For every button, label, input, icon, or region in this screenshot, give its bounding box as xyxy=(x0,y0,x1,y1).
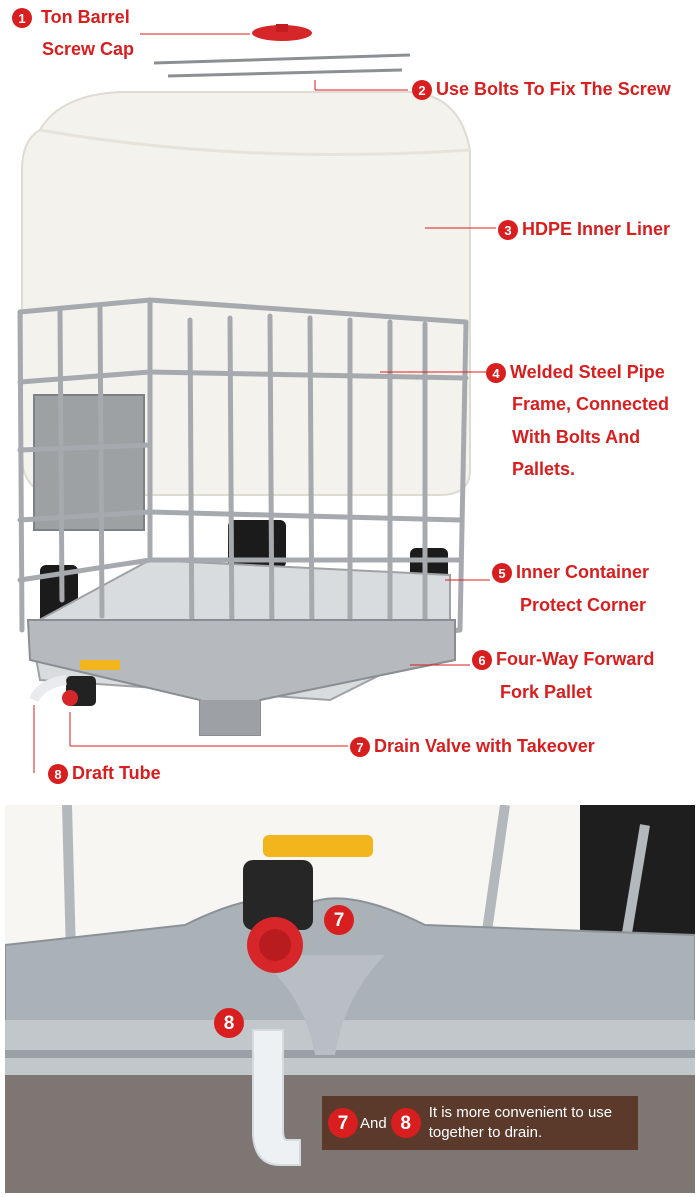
callout-4-number: 4 xyxy=(486,363,506,384)
note-and: And xyxy=(360,1114,387,1132)
callout-8-number: 8 xyxy=(48,764,68,785)
callout-6-number: 6 xyxy=(472,650,492,671)
callout-8-text: Draft Tube xyxy=(72,763,161,783)
label-plate xyxy=(33,394,145,531)
note-number-7: 7 xyxy=(328,1108,358,1138)
note-number-8: 8 xyxy=(390,1108,421,1138)
ibc-tank-illustration xyxy=(17,24,496,773)
callout-5-line-2: Protect Corner xyxy=(520,595,647,616)
callout-6-line-2: Fork Pallet xyxy=(500,682,593,703)
callout-4-line-3: With Bolts And xyxy=(512,426,641,447)
callout-1-line-1: Ton Barrel xyxy=(41,7,130,27)
callout-4-line-4: Pallets. xyxy=(512,459,576,480)
note-box: 7 And 8 It is more convenient to use tog… xyxy=(322,1096,638,1150)
callout-3-number: 3 xyxy=(498,220,518,241)
drain-valve xyxy=(62,660,120,706)
note-line-1: It is more convenient to use xyxy=(428,1103,613,1121)
screw-cap xyxy=(252,24,312,41)
draft-tube xyxy=(29,675,67,703)
callout-2-text: Use Bolts To Fix The Screw xyxy=(436,79,671,99)
callout-1-number: 1 xyxy=(12,8,32,29)
callout-3-text: HDPE Inner Liner xyxy=(522,219,671,239)
callout-7-number: 7 xyxy=(350,737,370,758)
callout-4-line-2: Frame, Connected xyxy=(512,394,670,415)
fork-pallet xyxy=(26,619,456,736)
valve-detail-photo xyxy=(5,805,695,1193)
callout-4-line-1: Welded Steel Pipe xyxy=(510,362,665,382)
callout-2-number: 2 xyxy=(412,80,432,101)
detail-marker-8: 8 xyxy=(214,1008,244,1038)
callout-6-line-1: Four-Way Forward xyxy=(496,649,655,669)
note-text: It is more convenient to use together to… xyxy=(429,1103,612,1144)
detail-marker-7: 7 xyxy=(324,905,354,935)
callout-5-line-1: Inner Container xyxy=(516,562,650,582)
note-line-2: together to drain. xyxy=(428,1124,543,1141)
callout-5-number: 5 xyxy=(492,563,512,584)
callout-1-line-2: Screw Cap xyxy=(42,38,135,59)
callout-1: 1 Ton Barrel Screw Cap xyxy=(12,2,134,65)
callout-7-text: Drain Valve with Takeover xyxy=(374,736,595,756)
fixing-bolts xyxy=(153,53,411,78)
